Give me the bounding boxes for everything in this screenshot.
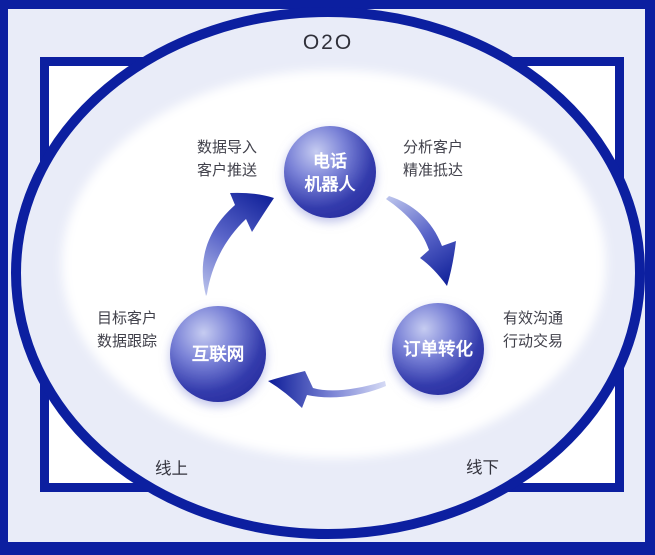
node-phone-robot-label-line2: 机器人 — [305, 174, 357, 194]
node-phone-robot-label-line1: 电话 — [313, 151, 347, 171]
node-internet-label: 互联网 — [192, 344, 245, 364]
arrow-phone-to-order — [386, 196, 456, 286]
diagram-title: O2O — [303, 31, 353, 54]
annotation-target-line2: 数据跟踪 — [97, 333, 157, 350]
annotation-analyze-line1: 分析客户 — [403, 139, 463, 156]
annotation-data-import-line2: 客户推送 — [197, 162, 257, 179]
annotation-analyze-line2: 精准抵达 — [403, 162, 463, 179]
annotation-communicate-line1: 有效沟通 — [503, 310, 563, 327]
annotation-communicate-line2: 行动交易 — [503, 332, 563, 350]
node-internet — [170, 306, 266, 402]
node-order-conversion-label: 订单转化 — [403, 339, 473, 359]
arrow-internet-to-phone — [202, 192, 274, 296]
annotation-data-import-line1: 数据导入 — [197, 139, 257, 156]
arrow-order-to-internet — [268, 371, 386, 408]
zone-label-online: 线上 — [155, 459, 188, 478]
node-phone-robot — [284, 126, 376, 218]
node-order-conversion — [392, 303, 484, 395]
zone-label-offline: 线下 — [466, 458, 499, 477]
annotation-target-line1: 目标客户 — [97, 310, 157, 327]
